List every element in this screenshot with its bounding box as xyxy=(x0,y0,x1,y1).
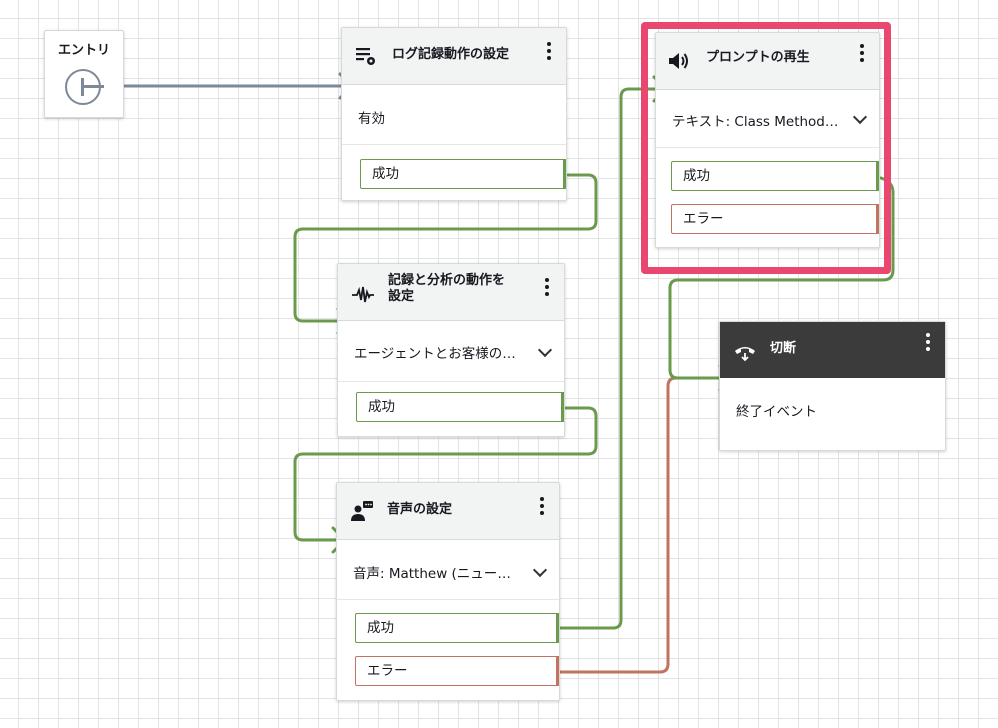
waveform-icon xyxy=(352,286,374,303)
prompt-success-port[interactable]: 成功 xyxy=(671,161,879,191)
prompt-block-header[interactable]: プロンプトの再生 xyxy=(656,33,879,90)
recording-title-line1: 記録と分析の動作を xyxy=(388,273,506,288)
entry-start-icon xyxy=(65,69,104,105)
voice-block-divider xyxy=(337,599,559,600)
recording-block-menu-icon[interactable] xyxy=(540,276,554,298)
prompt-block-value: テキスト: Class Method I... xyxy=(672,114,839,130)
prompt-block-menu-icon[interactable] xyxy=(855,42,869,64)
log-settings-icon xyxy=(356,48,375,65)
logging-success-port[interactable]: 成功 xyxy=(360,159,566,189)
disconnect-block-value: 終了イベント xyxy=(736,404,817,420)
recording-block-divider xyxy=(338,381,564,382)
chevron-down-icon[interactable] xyxy=(532,562,548,578)
prompt-block[interactable]: プロンプトの再生 テキスト: Class Method I... 成功 エラー xyxy=(655,32,880,248)
disconnect-block-header[interactable]: 切断 xyxy=(720,322,945,378)
logging-block[interactable]: ログ記録動作の設定 有効 成功 xyxy=(341,27,567,201)
voice-success-port[interactable]: 成功 xyxy=(355,613,559,643)
chevron-down-icon[interactable] xyxy=(537,342,553,358)
prompt-error-port[interactable]: エラー xyxy=(671,204,879,234)
voice-error-port[interactable]: エラー xyxy=(355,656,559,686)
prompt-block-divider xyxy=(656,147,879,148)
logging-block-value: 有効 xyxy=(358,111,385,127)
disconnect-block[interactable]: 切断 終了イベント xyxy=(719,321,946,451)
voice-error-line xyxy=(558,376,732,674)
voice-user-icon xyxy=(351,501,373,521)
entry-node[interactable]: エントリ xyxy=(44,30,124,118)
voice-block-menu-icon[interactable] xyxy=(535,495,549,517)
chevron-down-icon[interactable] xyxy=(852,109,868,125)
recording-block[interactable]: 記録と分析の動作を 設定 エージェントとお客様の音... 成功 xyxy=(337,263,565,437)
disconnect-block-menu-icon[interactable] xyxy=(921,331,935,353)
recording-title-line2: 設定 xyxy=(388,289,415,304)
recording-block-value: エージェントとお客様の音... xyxy=(354,346,524,362)
voice-block-header[interactable]: 音声の設定 xyxy=(337,483,559,540)
voice-block-value: 音声: Matthew (ニューラ... xyxy=(353,566,519,582)
disconnect-block-title: 切断 xyxy=(770,341,797,356)
recording-block-title: 記録と分析の動作を 設定 xyxy=(388,273,524,305)
logging-block-divider xyxy=(342,144,566,145)
logging-block-title: ログ記録動作の設定 xyxy=(392,47,510,62)
voice-block-title: 音声の設定 xyxy=(387,502,453,517)
prompt-block-title: プロンプトの再生 xyxy=(706,50,810,65)
voice-block[interactable]: 音声の設定 音声: Matthew (ニューラ... 成功 エラー xyxy=(336,482,560,701)
voice-success-line xyxy=(558,87,666,630)
speaker-icon xyxy=(669,53,688,69)
entry-title: エントリ xyxy=(57,43,110,58)
recording-block-header[interactable]: 記録と分析の動作を 設定 xyxy=(338,264,564,321)
logging-block-header[interactable]: ログ記録動作の設定 xyxy=(342,28,566,85)
hangup-phone-icon xyxy=(735,347,755,362)
recording-success-port[interactable]: 成功 xyxy=(356,392,564,422)
logging-block-menu-icon[interactable] xyxy=(542,40,556,62)
